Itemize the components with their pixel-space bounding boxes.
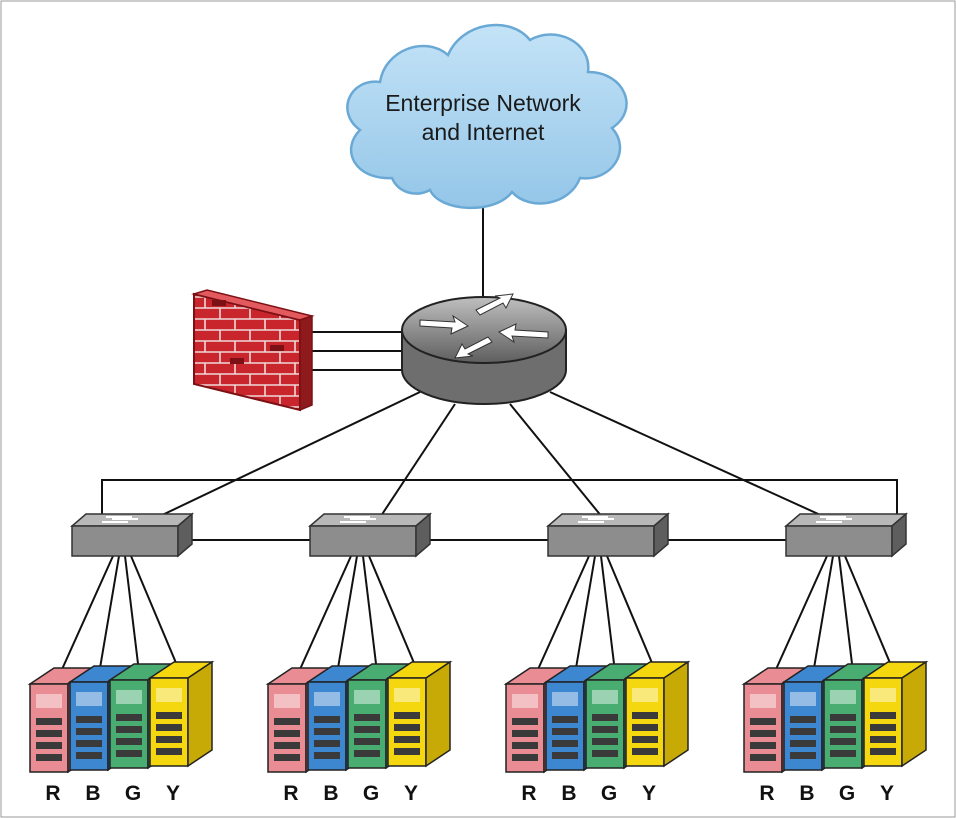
- server-label-yellow: Y: [642, 782, 656, 805]
- router-switch-link: [549, 391, 850, 529]
- switch-server-link: [130, 555, 180, 671]
- switch-loop-link: [101, 479, 898, 526]
- switch-server-link: [98, 555, 120, 675]
- server-label-blue: B: [561, 782, 576, 805]
- server-label-red: R: [45, 782, 60, 805]
- server-icon-yellow: [385, 660, 453, 768]
- switch-server-link: [838, 555, 854, 673]
- server-label-green: G: [601, 782, 617, 805]
- switch-server-link: [844, 555, 894, 671]
- server-label-blue: B: [323, 782, 338, 805]
- firewall-icon: [191, 289, 315, 412]
- switch-server-link: [58, 555, 114, 677]
- switch-server-link: [772, 555, 828, 677]
- switch-server-link: [606, 555, 656, 671]
- switch-icon: [545, 512, 671, 558]
- switch-server-link: [124, 555, 140, 673]
- server-label-red: R: [521, 782, 536, 805]
- cloud-icon: [346, 23, 628, 210]
- switch-row: [69, 512, 909, 558]
- switch-server-link: [534, 555, 590, 677]
- connection-links: [58, 200, 898, 677]
- server-icon-yellow: [861, 660, 929, 768]
- server-icon-yellow: [147, 660, 215, 768]
- router-switch-link: [134, 391, 421, 529]
- switch-icon: [69, 512, 195, 558]
- switch-icon: [783, 512, 909, 558]
- server-label-green: G: [363, 782, 379, 805]
- server-label-yellow: Y: [880, 782, 894, 805]
- server-label-red: R: [283, 782, 298, 805]
- cloud-label-line1: Enterprise Network: [385, 90, 581, 116]
- server-label-red: R: [759, 782, 774, 805]
- server-label-yellow: Y: [404, 782, 418, 805]
- switch-server-link: [600, 555, 616, 673]
- switch-icon: [307, 512, 433, 558]
- switch-server-link: [362, 555, 378, 673]
- cloud-label-line2: and Internet: [422, 119, 545, 145]
- switch-server-link: [336, 555, 358, 675]
- switch-server-link: [574, 555, 596, 675]
- server-label-yellow: Y: [166, 782, 180, 805]
- server-icon-red: [741, 666, 809, 774]
- router-switch-link: [509, 403, 612, 529]
- server-label-green: G: [125, 782, 141, 805]
- router-icon: [401, 293, 567, 405]
- switch-server-link: [296, 555, 352, 677]
- server-icon-yellow: [623, 660, 691, 768]
- switch-server-link: [368, 555, 418, 671]
- switch-server-link: [812, 555, 834, 675]
- server-label-blue: B: [799, 782, 814, 805]
- server-label-blue: B: [85, 782, 100, 805]
- server-label-green: G: [839, 782, 855, 805]
- router-switch-link: [372, 403, 456, 529]
